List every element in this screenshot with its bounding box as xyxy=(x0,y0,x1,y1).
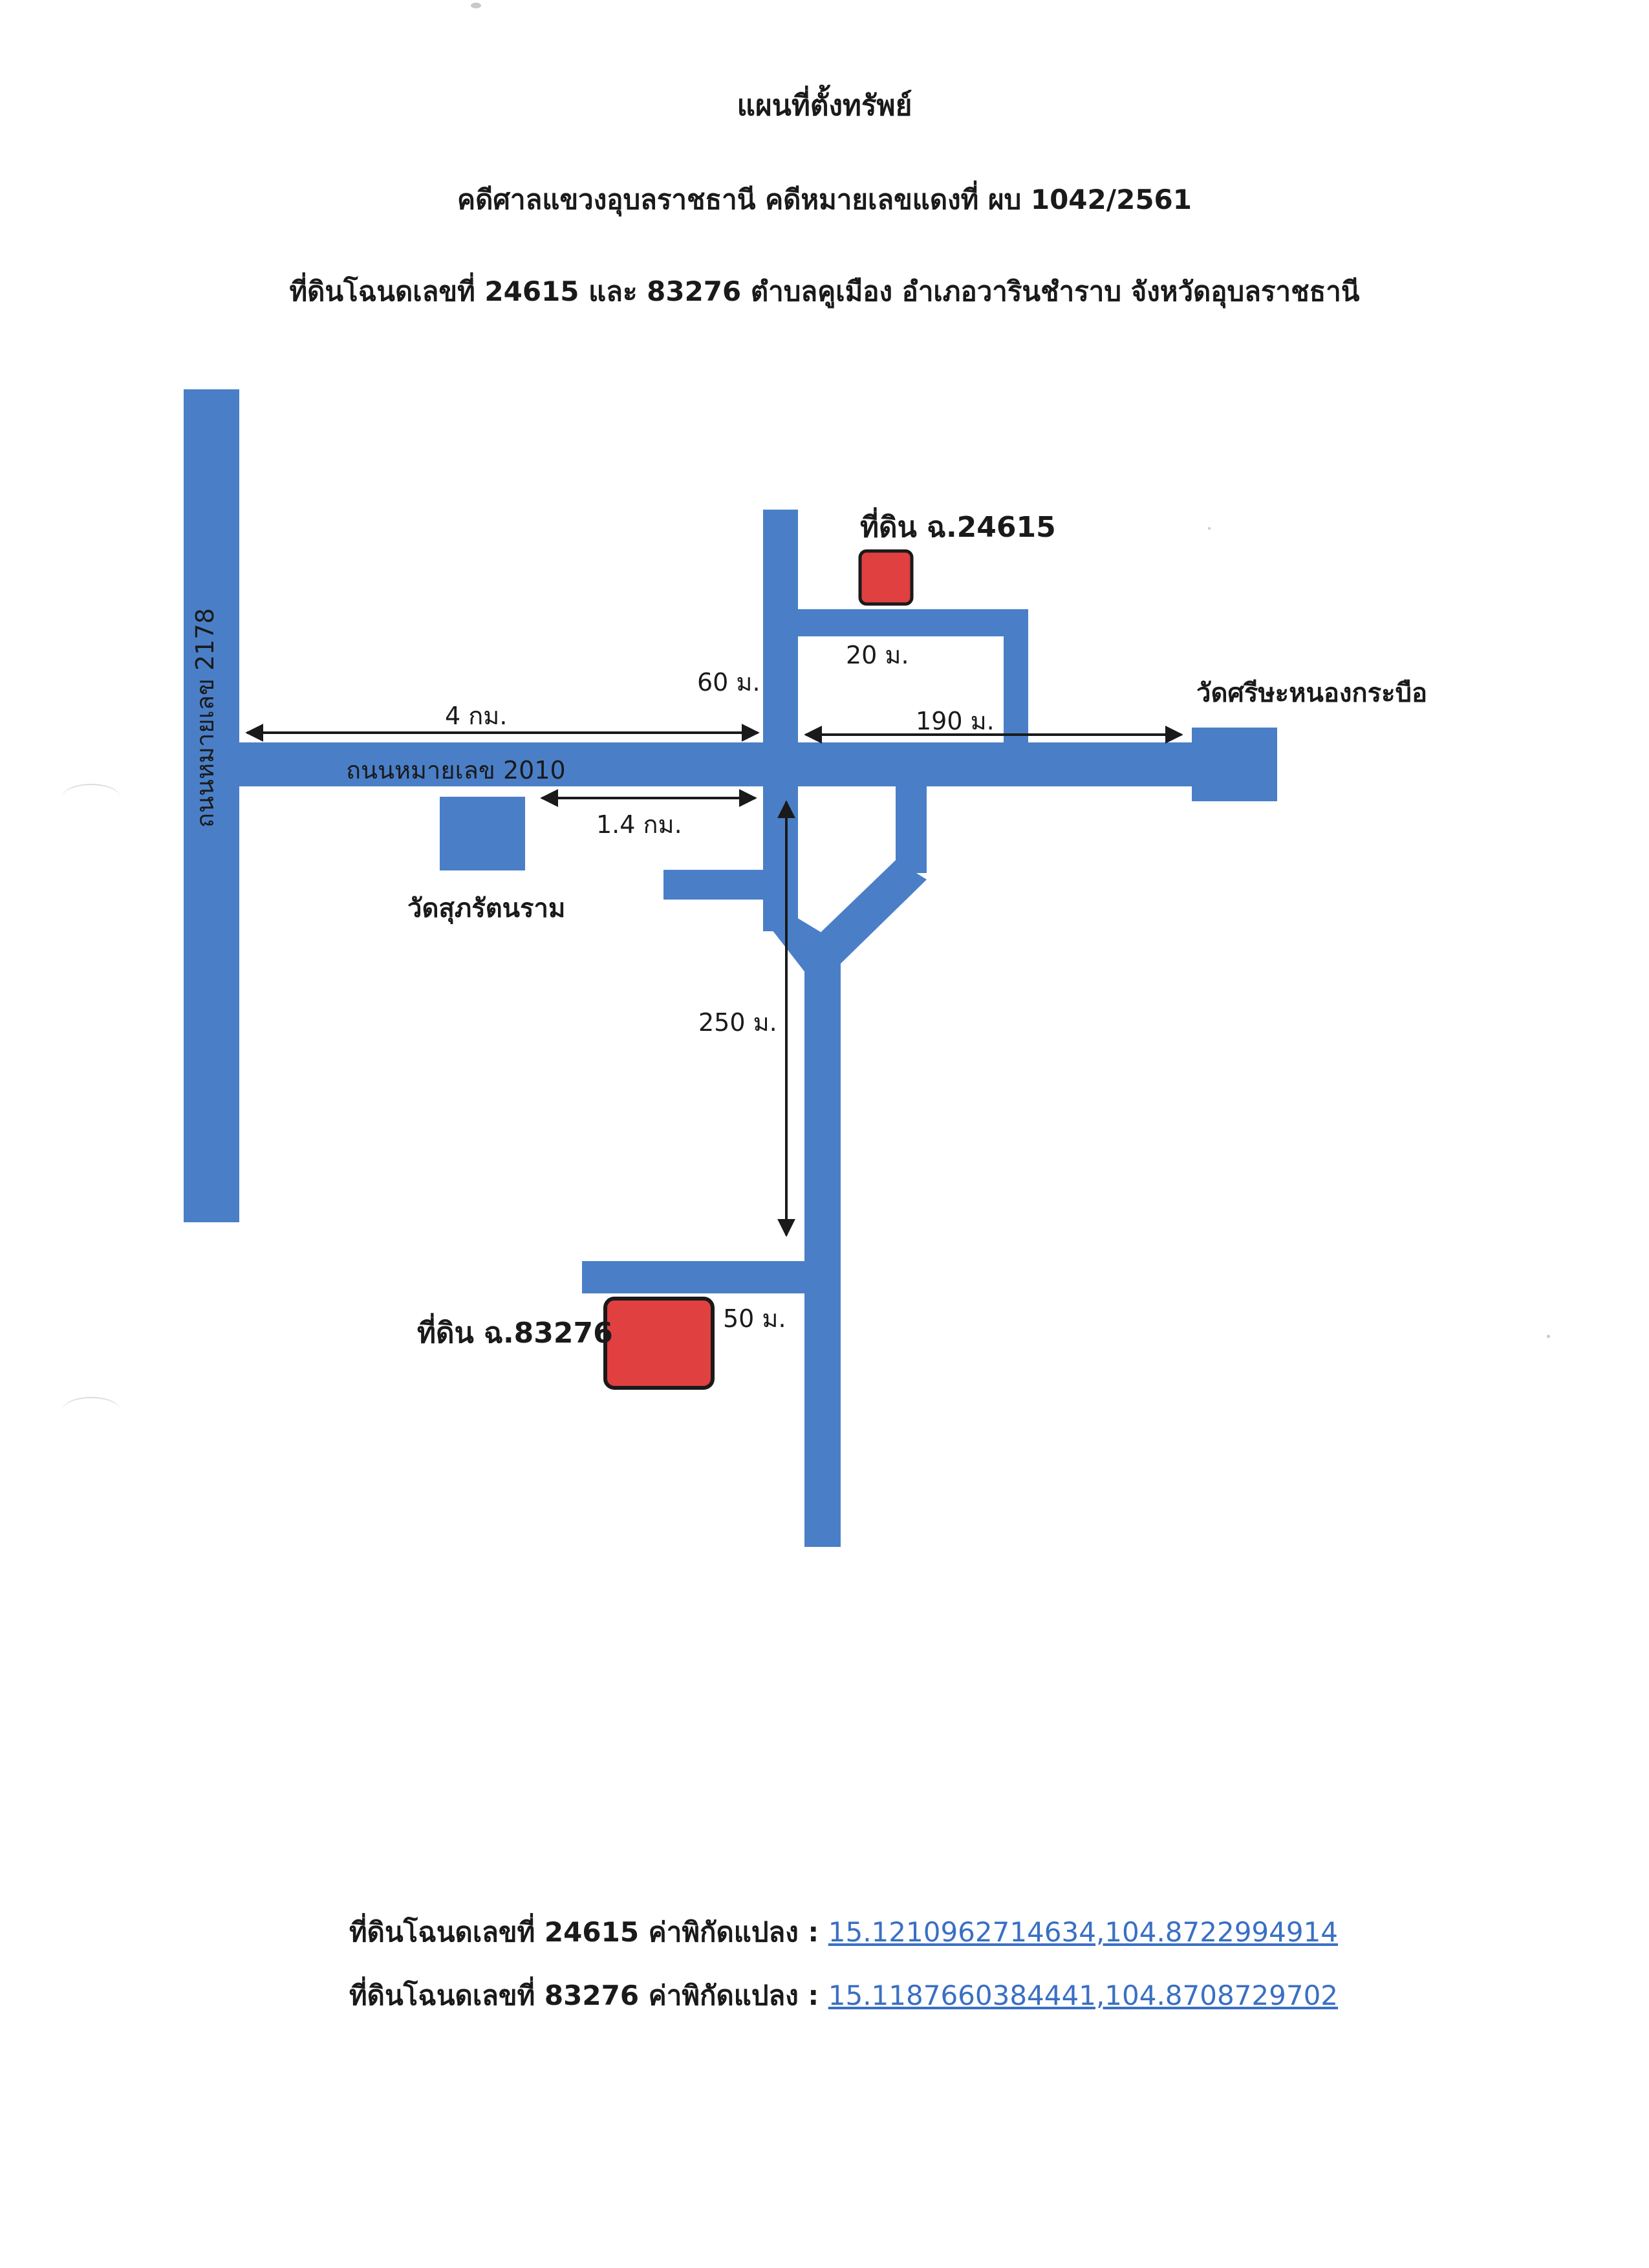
dist-50m-label: 50 ม. xyxy=(723,1304,786,1333)
dist-190m-label: 190 ม. xyxy=(916,707,995,735)
parcel-83276-marker xyxy=(603,1297,715,1390)
road-2010 xyxy=(184,742,1212,786)
coordinate-line-83276: ที่ดินโฉนดเลขที่ 83276 ค่าพิกัดแปลง : 15… xyxy=(349,1974,1338,2017)
dist-1-4km-label: 1.4 กม. xyxy=(596,810,682,839)
dist-250m-label: 250 ม. xyxy=(698,1008,777,1037)
side-road-north xyxy=(763,510,798,786)
scan-artifact xyxy=(1208,527,1211,530)
road-2178 xyxy=(184,389,239,1222)
parcel-24615-marker xyxy=(858,549,914,606)
side-road-east-branch-v xyxy=(896,776,927,873)
parcel-24615-label: ที่ดิน ฉ.24615 xyxy=(860,507,1056,544)
page-title: แผนที่ตั้งทรัพย์ xyxy=(737,89,912,122)
scan-artifact xyxy=(1547,1335,1550,1338)
roads xyxy=(184,389,1212,1547)
coordinate-link-83276[interactable]: 15.1187660384441,104.8708729702 xyxy=(828,1980,1339,2011)
temple-south-label: วัดสุภรัตนราม xyxy=(407,894,565,925)
side-road-north-branch-v xyxy=(1004,609,1028,786)
temple-east-label: วัดศรีษะหนองกระบือ xyxy=(1196,678,1427,708)
scan-artifact xyxy=(471,3,481,8)
side-road-south-west-stub xyxy=(582,1261,841,1293)
coordinate-label-83276: ที่ดินโฉนดเลขที่ 83276 ค่าพิกัดแปลง : xyxy=(349,1980,828,2011)
coordinate-link-24615[interactable]: 15.1210962714634,104.8722994914 xyxy=(828,1916,1339,1948)
dimension-arrows xyxy=(245,724,1183,1237)
dist-4km-label: 4 กม. xyxy=(445,702,507,730)
road-2178-label: ถนนหมายเลข 2178 xyxy=(191,608,219,828)
side-road-south xyxy=(804,944,841,1547)
side-road-south-upper xyxy=(763,776,798,931)
temple-south-marker xyxy=(440,797,525,870)
dist-20m-label: 20 ม. xyxy=(846,641,909,669)
scan-artifact xyxy=(62,784,120,811)
side-road-diagonal xyxy=(808,860,927,964)
road-2010-label: ถนนหมายเลข 2010 xyxy=(346,756,566,784)
coordinate-label-24615: ที่ดินโฉนดเลขที่ 24615 ค่าพิกัดแปลง : xyxy=(349,1916,828,1948)
side-road-west-stub xyxy=(663,870,780,900)
dist-60m-label: 60 ม. xyxy=(697,668,760,697)
case-number-line: คดีศาลแขวงอุบลราชธานี คดีหมายเลขแดงที่ ผ… xyxy=(457,184,1192,215)
land-title-line: ที่ดินโฉนดเลขที่ 24615 และ 83276 ตำบลคูเ… xyxy=(289,275,1360,307)
side-road-north-branch-h xyxy=(763,609,1028,636)
coordinate-line-24615: ที่ดินโฉนดเลขที่ 24615 ค่าพิกัดแปลง : 15… xyxy=(349,1911,1338,1954)
scan-artifact xyxy=(62,1397,120,1424)
parcel-83276-label: ที่ดิน ฉ.83276 xyxy=(417,1313,613,1350)
temple-east-marker xyxy=(1192,728,1277,801)
